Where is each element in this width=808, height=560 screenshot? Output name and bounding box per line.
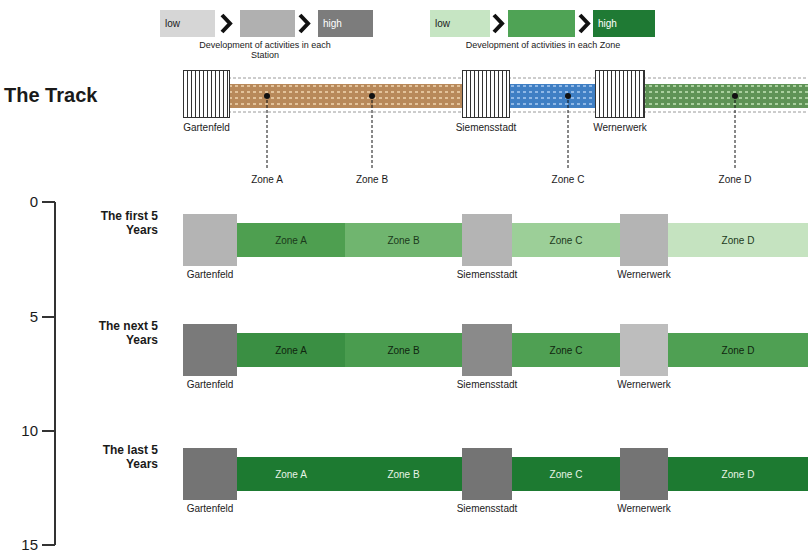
axis-number: 0	[14, 193, 38, 210]
zone-label: Zone C	[538, 174, 598, 186]
zone-band: Zone D	[668, 333, 808, 367]
legend-swatch: low	[430, 10, 490, 37]
legend-text: high	[323, 18, 342, 29]
zone-name: Zone B	[387, 345, 419, 356]
station-name: Gartenfeld	[187, 379, 234, 390]
zone-band: Zone A	[237, 333, 345, 367]
axis-number: 15	[14, 536, 38, 553]
row-heading: The Track	[4, 84, 134, 107]
zone-name: Zone B	[387, 469, 419, 480]
zone-name: Zone A	[275, 235, 307, 246]
station-name: Gartenfeld	[183, 122, 230, 133]
zone-band: Zone D	[668, 223, 808, 257]
zone-name: Zone A	[275, 469, 307, 480]
zone-band: Zone D	[668, 457, 808, 491]
zone-name: Zone C	[550, 235, 583, 246]
station-box: Wernerwerk	[620, 214, 668, 266]
zone-band: Zone B	[345, 457, 462, 491]
legend-caption: Development of activities in each Statio…	[185, 40, 345, 61]
track-station: Siemensstadt	[462, 70, 510, 118]
legend-text: high	[598, 18, 617, 29]
zone-name: Zone D	[722, 345, 755, 356]
axis-number: 10	[14, 422, 38, 439]
station-box: Siemensstadt	[462, 324, 512, 376]
legend-text: low	[165, 18, 180, 29]
zone-band: Zone A	[237, 457, 345, 491]
legend-text: low	[435, 18, 450, 29]
track-station: Gartenfeld	[183, 70, 230, 118]
zone-name: Zone B	[387, 235, 419, 246]
station-box: Gartenfeld	[183, 324, 237, 376]
zone-band: Zone C	[512, 223, 620, 257]
station-name: Wernerwerk	[617, 269, 671, 280]
station-name: Wernerwerk	[617, 379, 671, 390]
zone-name: Zone C	[550, 345, 583, 356]
zone-band: Zone B	[345, 223, 462, 257]
zone-band: Zone A	[237, 223, 345, 257]
zone-band: Zone B	[345, 333, 462, 367]
station-name: Siemensstadt	[457, 269, 518, 280]
station-box: Siemensstadt	[462, 448, 512, 500]
zone-name: Zone D	[722, 469, 755, 480]
station-name: Wernerwerk	[593, 122, 647, 133]
row-heading: The first 5 Years	[78, 210, 158, 238]
track-station: Wernerwerk	[595, 70, 645, 118]
zone-label: Zone A	[237, 174, 297, 186]
legend-swatch: low	[160, 10, 215, 37]
station-name: Siemensstadt	[457, 379, 518, 390]
zone-label: Zone B	[342, 174, 402, 186]
station-box: Siemensstadt	[462, 214, 512, 266]
station-name: Gartenfeld	[187, 269, 234, 280]
legend-swatch: high	[318, 10, 373, 37]
row-heading: The next 5 Years	[78, 320, 158, 348]
station-name: Siemensstadt	[456, 122, 517, 133]
zone-name: Zone C	[550, 469, 583, 480]
station-name: Wernerwerk	[617, 503, 671, 514]
zone-label: Zone D	[705, 174, 765, 186]
station-box: Wernerwerk	[620, 448, 668, 500]
zone-band: Zone C	[512, 333, 620, 367]
station-name: Gartenfeld	[187, 503, 234, 514]
legend-swatch: high	[593, 10, 655, 37]
legend-caption: Development of activities in each Zone	[433, 40, 653, 50]
zone-name: Zone D	[722, 235, 755, 246]
station-box: Gartenfeld	[183, 448, 237, 500]
zone-name: Zone A	[275, 345, 307, 356]
station-box: Gartenfeld	[183, 214, 237, 266]
station-name: Siemensstadt	[457, 503, 518, 514]
station-box: Wernerwerk	[620, 324, 668, 376]
row-heading: The last 5 Years	[78, 444, 158, 472]
axis-number: 5	[14, 308, 38, 325]
zone-band: Zone C	[512, 457, 620, 491]
